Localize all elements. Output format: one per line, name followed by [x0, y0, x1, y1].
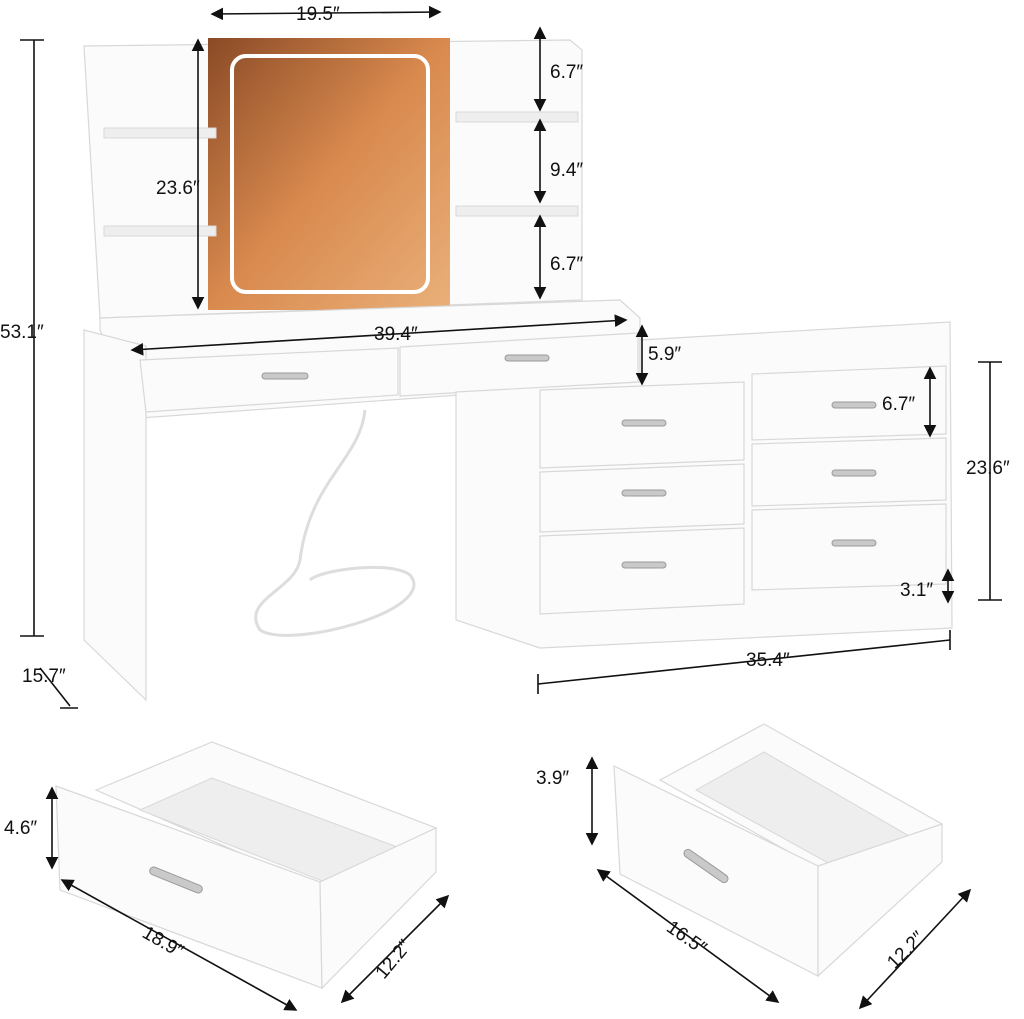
- label-shelf-middle: 9.4″: [550, 160, 583, 181]
- label-dresser-base-height: 3.1″: [900, 580, 933, 601]
- large-drawer: [55, 741, 438, 990]
- label-mirror-height: 23.6″: [156, 178, 200, 199]
- dresser: [455, 321, 953, 649]
- vanity-hutch: [83, 38, 583, 319]
- small-drawer: [613, 723, 944, 978]
- mirror: [208, 38, 450, 310]
- label-dresser-drawer-height: 6.7″: [882, 394, 915, 415]
- label-shelf-bottom: 6.7″: [550, 254, 583, 275]
- label-total-height: 53.1″: [0, 322, 44, 343]
- label-depth: 15.7″: [22, 666, 66, 687]
- label-shelf-top: 6.7″: [550, 62, 583, 83]
- label-dresser-width: 35.4″: [746, 650, 790, 671]
- label-mirror-width: 19.5″: [296, 4, 340, 25]
- label-dresser-height: 23.6″: [966, 458, 1010, 479]
- label-desk-drawer-height: 5.9″: [648, 344, 681, 365]
- mirror-led-frame: [230, 54, 430, 294]
- label-desk-width: 39.4″: [374, 324, 418, 345]
- label-small-drawer-height: 3.9″: [536, 768, 569, 789]
- label-large-drawer-depth: 12.2″: [372, 936, 416, 983]
- label-small-drawer-width: 16.5″: [662, 917, 710, 959]
- label-large-drawer-height: 4.6″: [4, 818, 37, 839]
- power-cord: [254, 409, 416, 637]
- label-small-drawer-depth: 12.2″: [883, 927, 929, 973]
- dimension-lines: [20, 5, 1002, 1011]
